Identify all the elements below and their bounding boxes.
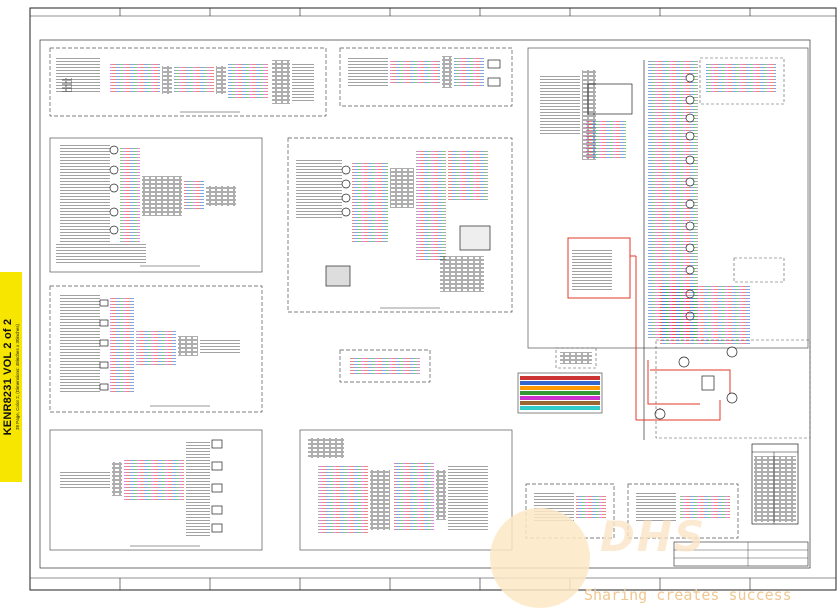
panel-middle-left — [49, 285, 263, 413]
watermark-logo-icon — [490, 508, 590, 608]
panel-bottom-left — [49, 429, 263, 551]
title-block-table — [751, 443, 799, 525]
panel-bottom-right-b — [627, 483, 739, 539]
panel-right-dashed — [655, 339, 811, 439]
relay-group — [654, 346, 738, 420]
panel-upper-left — [49, 137, 263, 273]
panel-top-left — [49, 47, 327, 117]
wire-color-legend — [517, 372, 603, 414]
drawing-frame — [39, 39, 811, 569]
title-block-strip — [673, 541, 809, 567]
volume-subtitle: 38 Page, Color 2, (Dimensions: 48inches … — [15, 323, 20, 431]
watermark-slogan: Sharing creates success — [584, 586, 792, 604]
volume-title: KENR8231 VOL 2 of 2 — [2, 318, 14, 436]
panel-right-small — [555, 347, 597, 369]
volume-tab — [0, 272, 22, 482]
watermark-mark: DHS — [600, 512, 707, 561]
panel-top-center — [339, 47, 513, 107]
volume-tab-text: KENR8231 VOL 2 of 2 38 Page, Color 2, (D… — [2, 319, 20, 436]
page-border — [29, 7, 837, 591]
panel-bottom-center — [299, 429, 513, 551]
panel-center-main — [287, 137, 513, 313]
panel-center-small — [339, 349, 431, 383]
